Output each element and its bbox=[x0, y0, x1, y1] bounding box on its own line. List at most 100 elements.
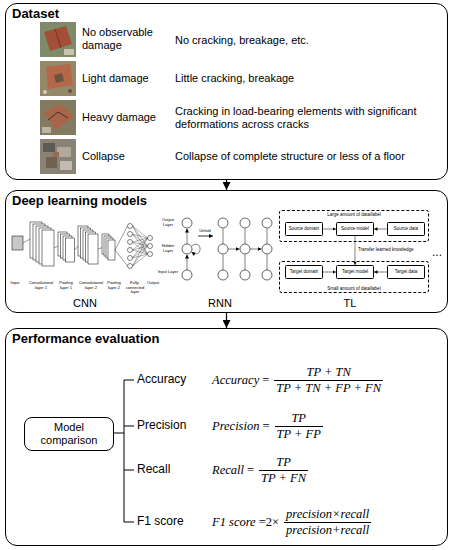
class-description: No cracking, breakage, etc. bbox=[175, 34, 443, 47]
rnn-link bbox=[250, 249, 262, 250]
fraction-numerator: TP bbox=[274, 455, 293, 470]
metric-name: Accuracy bbox=[137, 373, 186, 387]
flow-arrow bbox=[355, 236, 356, 265]
rnn-unit bbox=[240, 270, 250, 280]
box-label: Source domain bbox=[289, 226, 319, 231]
rnn-link bbox=[223, 229, 224, 271]
rnn-link bbox=[187, 255, 188, 271]
neuron bbox=[128, 256, 133, 261]
feature-map bbox=[42, 230, 54, 266]
photo-patch bbox=[42, 127, 51, 133]
formula-term: Recall bbox=[212, 463, 244, 478]
rnn-unit bbox=[218, 218, 228, 228]
fraction-denominator: TP + TN + FP + FN bbox=[274, 380, 383, 396]
metric-bracket bbox=[113, 380, 134, 522]
rnn-link bbox=[245, 229, 246, 271]
formula-term: F1 score bbox=[212, 515, 256, 530]
photo-ground bbox=[40, 61, 76, 96]
neuron bbox=[128, 224, 133, 229]
section-heading: Deep learning models bbox=[12, 194, 147, 209]
model-box: Source model bbox=[336, 222, 374, 236]
photo-rubble bbox=[46, 157, 57, 168]
rnn-unit bbox=[240, 244, 250, 254]
formula: Accuracy= TP + TNTP + TN + FP + FN bbox=[212, 364, 385, 396]
unfold-label: Unfold bbox=[196, 229, 214, 234]
photo-rubble bbox=[43, 143, 55, 152]
equals-sign: = bbox=[247, 463, 254, 478]
domain-group: Large amount of data/labelSource domain S… bbox=[279, 210, 429, 242]
formula: F1 score=2× precision×recallprecision+rec… bbox=[212, 506, 373, 538]
rnn-unit bbox=[218, 244, 228, 254]
layer-label: Fully-connected layer bbox=[122, 281, 148, 295]
photo-roof bbox=[44, 26, 72, 51]
fraction-numerator: TP bbox=[289, 411, 308, 426]
layer-label: Input bbox=[6, 281, 24, 286]
group-heading: Large amount of data/label bbox=[280, 212, 428, 217]
class-name: No observable damage bbox=[82, 26, 168, 51]
class-name: Light damage bbox=[82, 72, 168, 85]
process-box: Model comparison bbox=[24, 417, 114, 451]
group-heading: Small amount of data/label bbox=[280, 286, 428, 291]
neuron bbox=[148, 244, 153, 249]
cnn-link bbox=[115, 226, 128, 266]
model-box: Target model bbox=[336, 265, 374, 279]
domain-box: Source domain bbox=[285, 222, 323, 236]
neuron bbox=[128, 240, 133, 245]
flow-arrow bbox=[323, 229, 336, 230]
layer-label: Pooling layer 2 bbox=[104, 281, 124, 290]
box-label: Source model bbox=[341, 226, 369, 231]
rnn-unit bbox=[262, 270, 272, 280]
damage-photo bbox=[40, 100, 76, 135]
connector-group bbox=[227, 180, 388, 328]
box-label: Target model bbox=[342, 269, 368, 274]
photo-ground bbox=[40, 22, 76, 57]
data-box: Source data bbox=[387, 222, 425, 236]
layer-label: Output Layer bbox=[157, 218, 179, 227]
section-box: Performance evaluationModel comparison bbox=[5, 328, 448, 546]
fraction: precision×recallprecision+recall bbox=[284, 507, 371, 538]
photo-rubble bbox=[53, 152, 59, 157]
model-name: TL bbox=[325, 297, 375, 310]
class-description: Cracking in load-bearing elements with s… bbox=[175, 105, 443, 130]
layer-label: Input Layer bbox=[157, 270, 179, 275]
flow-arrow bbox=[323, 272, 336, 273]
fraction: TP + TNTP + TN + FP + FN bbox=[274, 365, 383, 396]
box-label: Target domain bbox=[290, 269, 319, 274]
formula-term: Accuracy bbox=[212, 373, 259, 388]
neuron bbox=[148, 236, 153, 241]
model-name: CNN bbox=[60, 297, 110, 310]
model-name: RNN bbox=[195, 297, 245, 310]
rnn-link bbox=[267, 229, 268, 271]
layer-label: Output bbox=[144, 281, 162, 286]
layer-label: Hidden Layer bbox=[157, 244, 179, 253]
rnn-unit bbox=[240, 218, 250, 228]
rnn-unit bbox=[262, 244, 272, 254]
ellipsis: ... bbox=[429, 246, 445, 260]
photo-ridge bbox=[55, 29, 61, 48]
flow-arrow bbox=[374, 229, 387, 230]
damage-photo bbox=[40, 61, 76, 96]
metric-name: Precision bbox=[137, 419, 186, 433]
edge-label: Transfer learned knowledge bbox=[358, 248, 414, 253]
domain-group: Small amount of data/label Target domain T… bbox=[279, 261, 429, 293]
box-label: Target data bbox=[395, 269, 418, 274]
photo-debris bbox=[43, 90, 47, 94]
feature-map bbox=[88, 234, 98, 264]
photo-ground bbox=[40, 139, 76, 174]
fraction: TPTP + FP bbox=[275, 411, 323, 442]
neuron bbox=[148, 252, 153, 257]
box-label: Model comparison bbox=[34, 421, 104, 446]
rnn-link bbox=[187, 229, 188, 245]
metric-name: Recall bbox=[137, 463, 170, 477]
metric-name: F1 score bbox=[137, 515, 184, 529]
layer-label: Convolutional layer 2 bbox=[76, 281, 106, 290]
equals-sign: = bbox=[262, 419, 269, 434]
layer-label: Pooling layer 1 bbox=[56, 281, 76, 290]
equals-sign: = bbox=[262, 373, 269, 388]
section-heading: Performance evaluation bbox=[12, 332, 159, 347]
photo-rubble bbox=[60, 161, 72, 170]
fraction: TPTP + FN bbox=[259, 455, 308, 486]
neuron bbox=[128, 248, 133, 253]
feature-map bbox=[66, 238, 75, 262]
equals-sign: =2× bbox=[259, 515, 279, 530]
